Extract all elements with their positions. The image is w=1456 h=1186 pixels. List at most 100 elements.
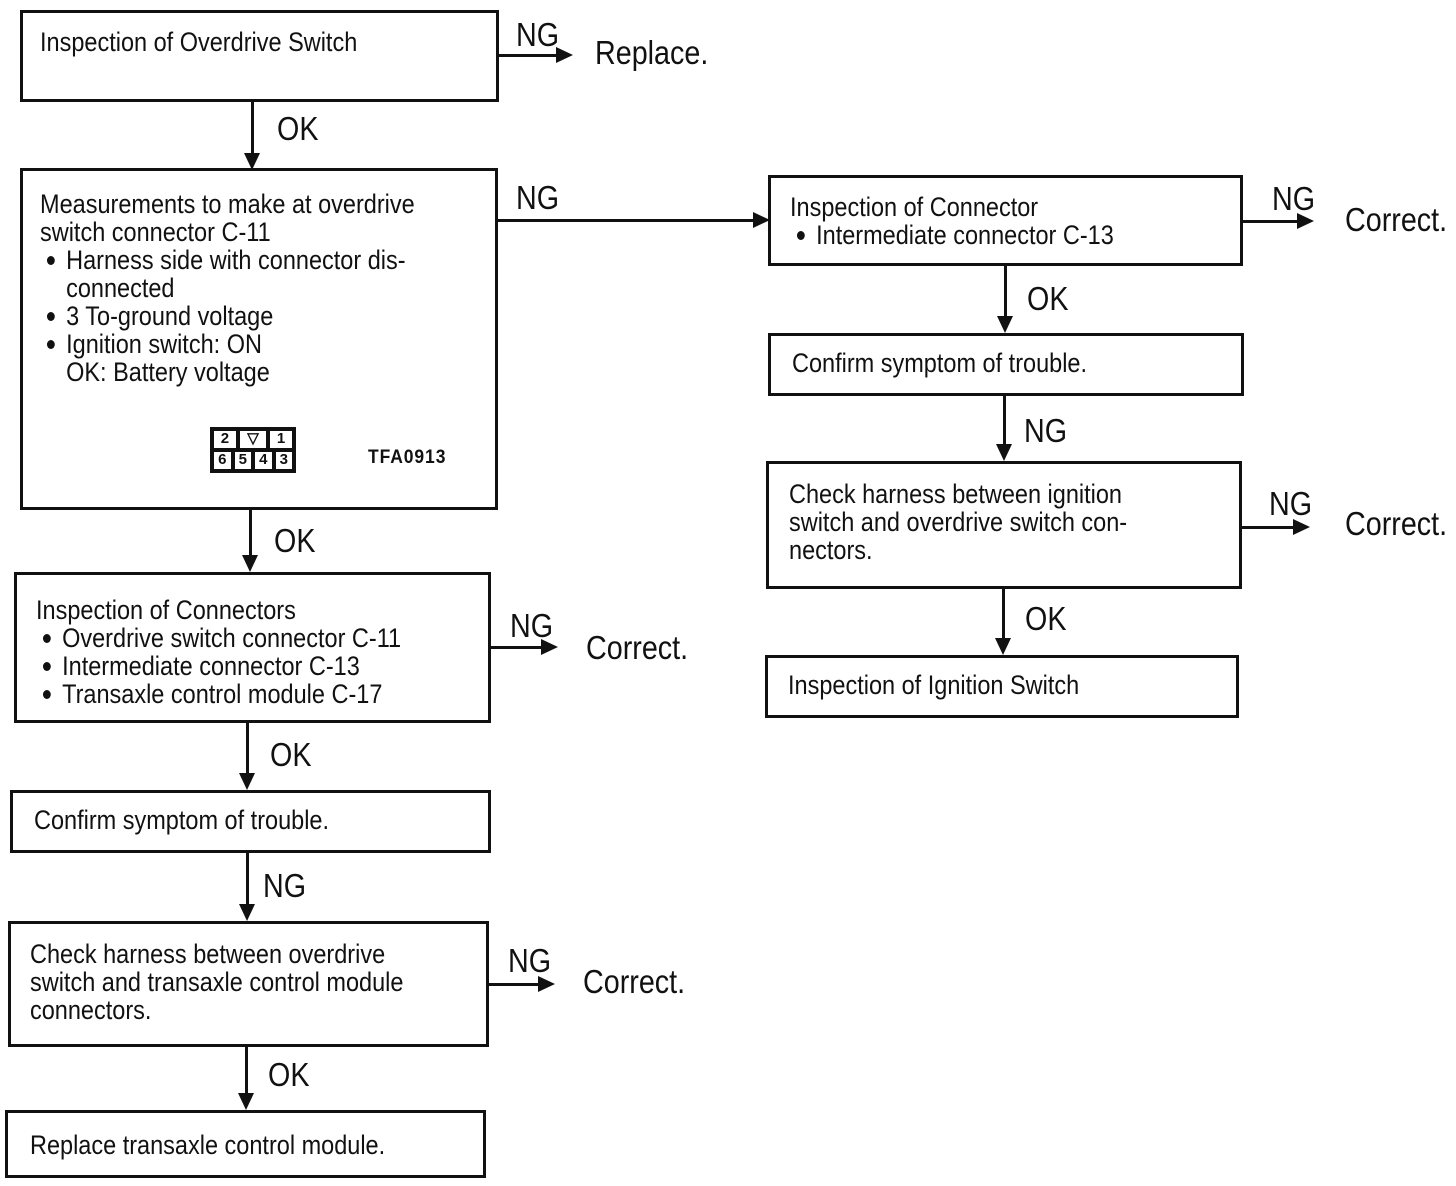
flow-line-ok	[245, 1047, 248, 1095]
pin-row: 6 5 4 3	[212, 450, 294, 471]
box-line: Confirm symptom of trouble.	[792, 348, 1088, 378]
flow-line-ng	[246, 853, 249, 906]
flow-line-ng-correct	[1243, 220, 1299, 223]
flow-box-check-harness-ignition-overdrive: Check harness between ignition switch an…	[766, 461, 1242, 589]
arrowhead-down-icon	[996, 444, 1012, 461]
edge-label-ng: NG	[516, 16, 560, 53]
bullet-dot-icon	[46, 312, 55, 321]
pin-cell: 3	[273, 450, 294, 471]
box-line: Intermediate connector C-13	[62, 651, 360, 681]
edge-label-ok: OK	[1025, 600, 1067, 637]
box-line: Confirm symptom of trouble.	[34, 805, 330, 835]
edge-label-ok: OK	[277, 110, 319, 147]
flow-line-ok	[251, 102, 254, 156]
edge-label-ng: NG	[510, 607, 554, 644]
flow-line-ng-correct	[491, 646, 543, 649]
box-line: Intermediate connector C-13	[816, 220, 1114, 250]
bullet-dot-icon	[46, 256, 55, 265]
edge-label-ng: NG	[1024, 412, 1068, 449]
pin-cell: 4	[253, 450, 274, 471]
arrowhead-right-icon	[556, 47, 573, 63]
box-text: Inspection of Connectors Overdrive switc…	[36, 596, 429, 708]
flow-box-inspection-connector-c13: Inspection of Connector Intermediate con…	[768, 175, 1243, 266]
box-line: OK: Battery voltage	[66, 357, 270, 387]
arrowhead-right-icon	[1297, 213, 1314, 229]
arrowhead-right-icon	[538, 976, 555, 992]
box-line: connected	[66, 273, 175, 303]
box-line: switch and transaxle control module	[30, 967, 404, 997]
arrowhead-down-icon	[244, 153, 260, 170]
bullet-item: Overdrive switch connector C-11	[36, 624, 429, 652]
flow-line-ok	[1004, 266, 1007, 318]
edge-label-ng: NG	[508, 942, 552, 979]
edge-label-ok: OK	[268, 1056, 310, 1093]
bullet-text: Ignition switch: ON OK: Battery voltage	[66, 330, 270, 386]
flow-box-inspection-overdrive-switch: Inspection of Overdrive Switch	[20, 10, 499, 102]
terminal-correct: Correct.	[583, 963, 686, 1000]
box-text: Confirm symptom of trouble.	[34, 806, 429, 834]
terminal-replace: Replace.	[595, 34, 709, 71]
flow-box-inspection-ignition-switch: Inspection of Ignition Switch	[765, 655, 1239, 718]
flow-box-confirm-symptom-left: Confirm symptom of trouble.	[10, 790, 491, 853]
bullet-item: Transaxle control module C-17	[36, 680, 429, 708]
arrowhead-right-icon	[753, 212, 770, 228]
box-line: Ignition switch: ON	[66, 329, 262, 359]
pin-row: 2 ▽ 1	[212, 429, 294, 450]
box-text: Inspection of Overdrive Switch	[40, 28, 437, 56]
box-line: Check harness between overdrive	[30, 939, 386, 969]
arrowhead-down-icon	[239, 773, 255, 790]
box-line: Replace transaxle control module.	[30, 1130, 386, 1160]
pin-cell: 2	[212, 429, 238, 450]
box-line: 3 To-ground voltage	[66, 301, 274, 331]
bullet-item: Ignition switch: ON OK: Battery voltage	[40, 330, 436, 386]
flow-line-ng-correct	[489, 983, 540, 986]
flow-line-ng-correct	[1242, 526, 1295, 529]
box-text: Replace transaxle control module.	[30, 1131, 424, 1159]
edge-label-ng: NG	[516, 179, 560, 216]
box-line: Inspection of Ignition Switch	[788, 670, 1080, 700]
flow-line-ok	[246, 723, 249, 775]
box-line: Overdrive switch connector C-11	[62, 623, 402, 653]
flow-line-ok	[1002, 589, 1005, 640]
bullet-text: 3 To-ground voltage	[66, 302, 273, 330]
arrowhead-down-icon	[997, 316, 1013, 333]
flow-line-ok	[249, 510, 252, 557]
figure-code: TFA0913	[368, 447, 447, 468]
box-line: Harness side with connector dis-	[66, 245, 406, 275]
flow-line-ng-to-connector	[498, 219, 755, 222]
box-line: connectors.	[30, 995, 152, 1025]
edge-label-ok: OK	[274, 522, 316, 559]
flow-line-ng-replace	[499, 54, 558, 57]
flow-box-measurements-c11: Measurements to make at overdrive switch…	[20, 168, 498, 510]
arrowhead-right-icon	[1293, 519, 1310, 535]
flow-box-replace-transaxle-control-module: Replace transaxle control module.	[5, 1110, 486, 1178]
box-line: Inspection of Connector	[790, 192, 1039, 222]
flow-line-ng	[1003, 396, 1006, 446]
box-line: Inspection of Connectors	[36, 595, 296, 625]
bullet-item: Harness side with connector dis- connect…	[40, 246, 436, 302]
bullet-dot-icon	[796, 231, 805, 240]
bullet-item: 3 To-ground voltage	[40, 302, 436, 330]
edge-label-ng: NG	[1272, 180, 1316, 217]
arrowhead-right-icon	[541, 639, 558, 655]
box-line: Transaxle control module C-17	[62, 679, 383, 709]
arrowhead-down-icon	[995, 638, 1011, 655]
pin-cell-key: ▽	[237, 429, 269, 450]
box-line: switch and overdrive switch con-	[789, 507, 1128, 537]
box-text: Inspection of Ignition Switch	[788, 671, 1178, 699]
pin-cell: 6	[212, 450, 233, 471]
edge-label-ng: NG	[1269, 485, 1313, 522]
bullet-item: Intermediate connector C-13	[36, 652, 429, 680]
box-line: switch connector C-11	[40, 217, 271, 247]
box-line: Inspection of Overdrive Switch	[40, 27, 358, 57]
bullet-dot-icon	[46, 340, 55, 349]
box-text: Confirm symptom of trouble.	[792, 349, 1183, 377]
edge-label-ng: NG	[263, 867, 307, 904]
box-line: Check harness between ignition	[789, 479, 1122, 509]
flow-box-check-harness-overdrive-tcm: Check harness between overdrive switch a…	[8, 921, 489, 1047]
bullet-item: Intermediate connector C-13	[790, 221, 1182, 249]
box-text: Inspection of Connector Intermediate con…	[790, 193, 1182, 249]
terminal-correct: Correct.	[1345, 505, 1448, 542]
bullet-dot-icon	[42, 662, 51, 671]
